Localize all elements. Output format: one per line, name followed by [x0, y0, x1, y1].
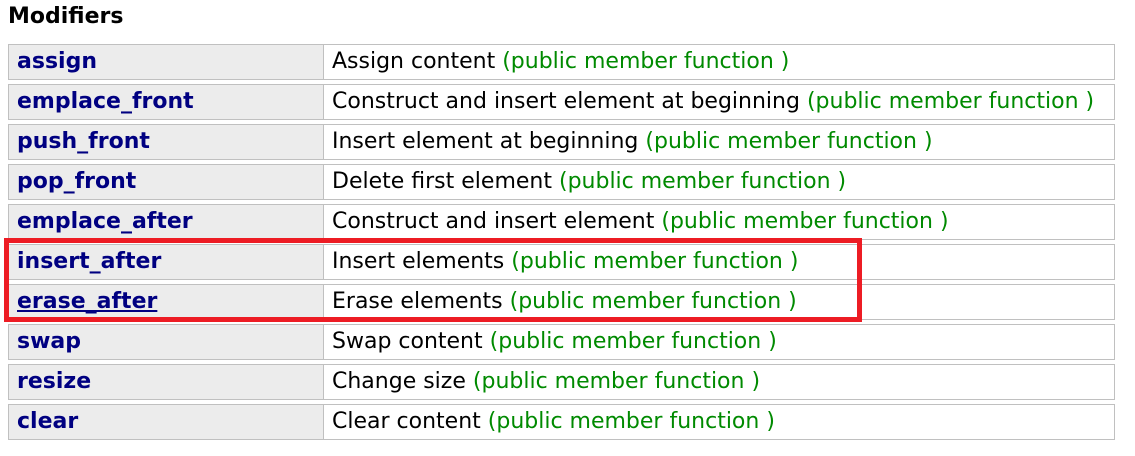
member-link-insert-after[interactable]: insert_after [17, 249, 162, 274]
table-row: clear Clear content (public member funct… [8, 404, 1115, 440]
member-link-pop-front[interactable]: pop_front [17, 169, 137, 194]
member-description: Clear content [332, 409, 481, 434]
member-link-assign[interactable]: assign [17, 49, 97, 74]
member-kind: (public member function ) [487, 409, 775, 434]
member-kind: (public member function ) [661, 209, 949, 234]
member-link-resize[interactable]: resize [17, 369, 92, 394]
member-description: Erase elements [332, 289, 503, 314]
member-description: Swap content [332, 329, 483, 354]
member-link-clear[interactable]: clear [17, 409, 79, 434]
table-row: emplace_front Construct and insert eleme… [8, 84, 1115, 120]
member-kind: (public member function ) [645, 129, 933, 154]
member-kind: (public member function ) [511, 249, 799, 274]
member-description: Change size [332, 369, 466, 394]
member-kind: (public member function ) [509, 289, 797, 314]
member-description: Construct and insert element [332, 209, 655, 234]
table-row: insert_after Insert elements (public mem… [8, 244, 1115, 280]
members-table: assign Assign content (public member fun… [8, 40, 1115, 444]
member-link-emplace-after[interactable]: emplace_after [17, 209, 193, 234]
table-row: pop_front Delete first element (public m… [8, 164, 1115, 200]
member-kind: (public member function ) [558, 169, 847, 194]
member-description: Construct and insert element at beginnin… [332, 89, 800, 114]
member-link-emplace-front[interactable]: emplace_front [17, 89, 194, 114]
member-description: Assign content [332, 49, 496, 74]
member-kind: (public member function ) [472, 369, 761, 394]
table-row: swap Swap content (public member functio… [8, 324, 1115, 360]
member-description: Insert elements [332, 249, 505, 274]
member-kind: (public member function ) [489, 329, 777, 354]
member-link-erase-after[interactable]: erase_after [17, 289, 158, 314]
member-description: Delete first element [332, 169, 552, 194]
member-kind: (public member function ) [806, 89, 1095, 114]
member-description: Insert element at beginning [332, 129, 639, 154]
member-link-swap[interactable]: swap [17, 329, 82, 354]
section-heading: Modifiers [8, 4, 124, 29]
table-row: resize Change size (public member functi… [8, 364, 1115, 400]
member-link-push-front[interactable]: push_front [17, 129, 150, 154]
table-row: push_front Insert element at beginning (… [8, 124, 1115, 160]
member-kind: (public member function ) [502, 49, 790, 74]
table-row: emplace_after Construct and insert eleme… [8, 204, 1115, 240]
table-row: erase_after Erase elements (public membe… [8, 284, 1115, 320]
table-row: assign Assign content (public member fun… [8, 44, 1115, 80]
